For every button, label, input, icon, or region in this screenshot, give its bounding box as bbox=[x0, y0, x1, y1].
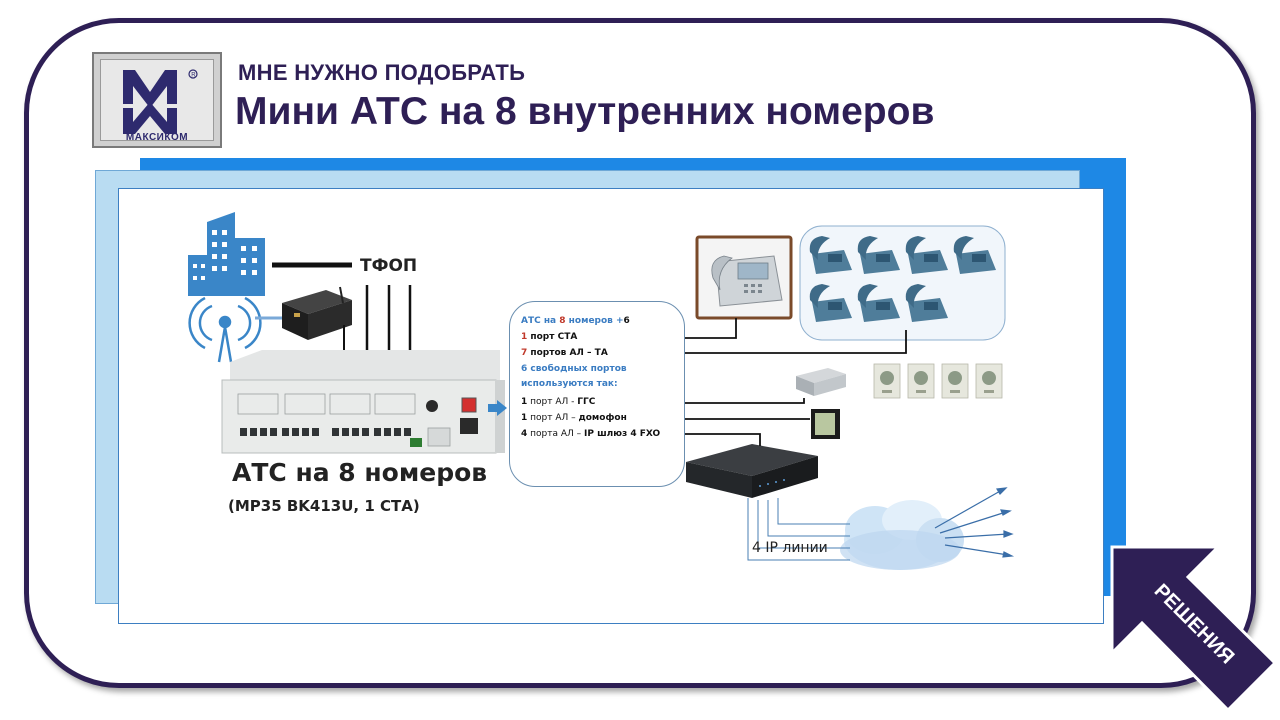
arrow-right-icon bbox=[488, 400, 507, 416]
solutions-button[interactable]: РЕШЕНИЯ bbox=[1110, 545, 1275, 710]
info-line-2: 1 порт СТА bbox=[521, 332, 578, 342]
building-icon bbox=[188, 212, 265, 296]
info-line-7: 1 порт АЛ – домофон bbox=[521, 413, 627, 423]
desk-phone-icon bbox=[857, 284, 900, 322]
info-line-3: 7 портов АЛ – ТА bbox=[521, 348, 608, 358]
info-line-6: 1 порт АЛ - ГГС bbox=[521, 397, 596, 407]
desk-phone-icon bbox=[905, 284, 948, 322]
ip-gateway-device bbox=[686, 444, 818, 498]
phones-group bbox=[799, 225, 1006, 341]
port-info-box bbox=[509, 301, 685, 487]
ggs-device bbox=[796, 368, 846, 396]
page-title: Мини АТС на 8 внутренних номеров bbox=[235, 90, 935, 133]
cloud-icon bbox=[840, 500, 964, 570]
info-line-5: используются так: bbox=[521, 379, 618, 389]
desk-phone-icon bbox=[905, 236, 948, 274]
intercom-panels bbox=[873, 363, 1003, 399]
arrow-up-left-icon bbox=[1110, 545, 1275, 710]
cloud-arrows bbox=[934, 487, 1015, 558]
pbx-device bbox=[221, 350, 505, 454]
page-subtitle: МНЕ НУЖНО ПОДОБРАТЬ bbox=[238, 60, 526, 85]
doorphone-device bbox=[811, 409, 840, 439]
desk-phone-icon bbox=[809, 284, 852, 322]
pbx-ports bbox=[240, 428, 411, 436]
info-line-8: 4 порта АЛ – IP шлюз 4 FXO bbox=[521, 429, 661, 439]
ip-line-wires bbox=[747, 498, 850, 561]
maksikom-logo-icon: R bbox=[123, 69, 198, 134]
pbx-label: АТС на 8 номеров bbox=[232, 458, 488, 487]
ip-phone-icons bbox=[809, 236, 996, 322]
ip-lines-label: 4 IP линии bbox=[752, 540, 828, 556]
intercom-panel-icon bbox=[873, 363, 901, 399]
gsm-gateway-device bbox=[282, 286, 352, 340]
logo-name: МАКСИКОМ bbox=[125, 132, 189, 143]
system-phone-device bbox=[695, 235, 793, 320]
intercom-panel-icon bbox=[941, 363, 969, 399]
desk-phone-icon bbox=[857, 236, 900, 274]
desk-phone-icon bbox=[809, 236, 852, 274]
maksikom-logo: R МАКСИКОМ bbox=[92, 52, 222, 148]
info-line-1: АТС на 8 номеров +6 bbox=[521, 316, 630, 326]
info-line-4: 6 свободных портов bbox=[521, 364, 627, 374]
desk-phone-icon bbox=[953, 236, 996, 274]
intercom-panel-icon bbox=[907, 363, 935, 399]
pstn-label: ТФОП bbox=[360, 256, 418, 276]
svg-text:R: R bbox=[191, 73, 196, 79]
intercom-panel-icon bbox=[975, 363, 1003, 399]
radio-tower-icon bbox=[188, 296, 262, 363]
pbx-model: (MP35 BK413U, 1 СТА) bbox=[228, 497, 420, 515]
